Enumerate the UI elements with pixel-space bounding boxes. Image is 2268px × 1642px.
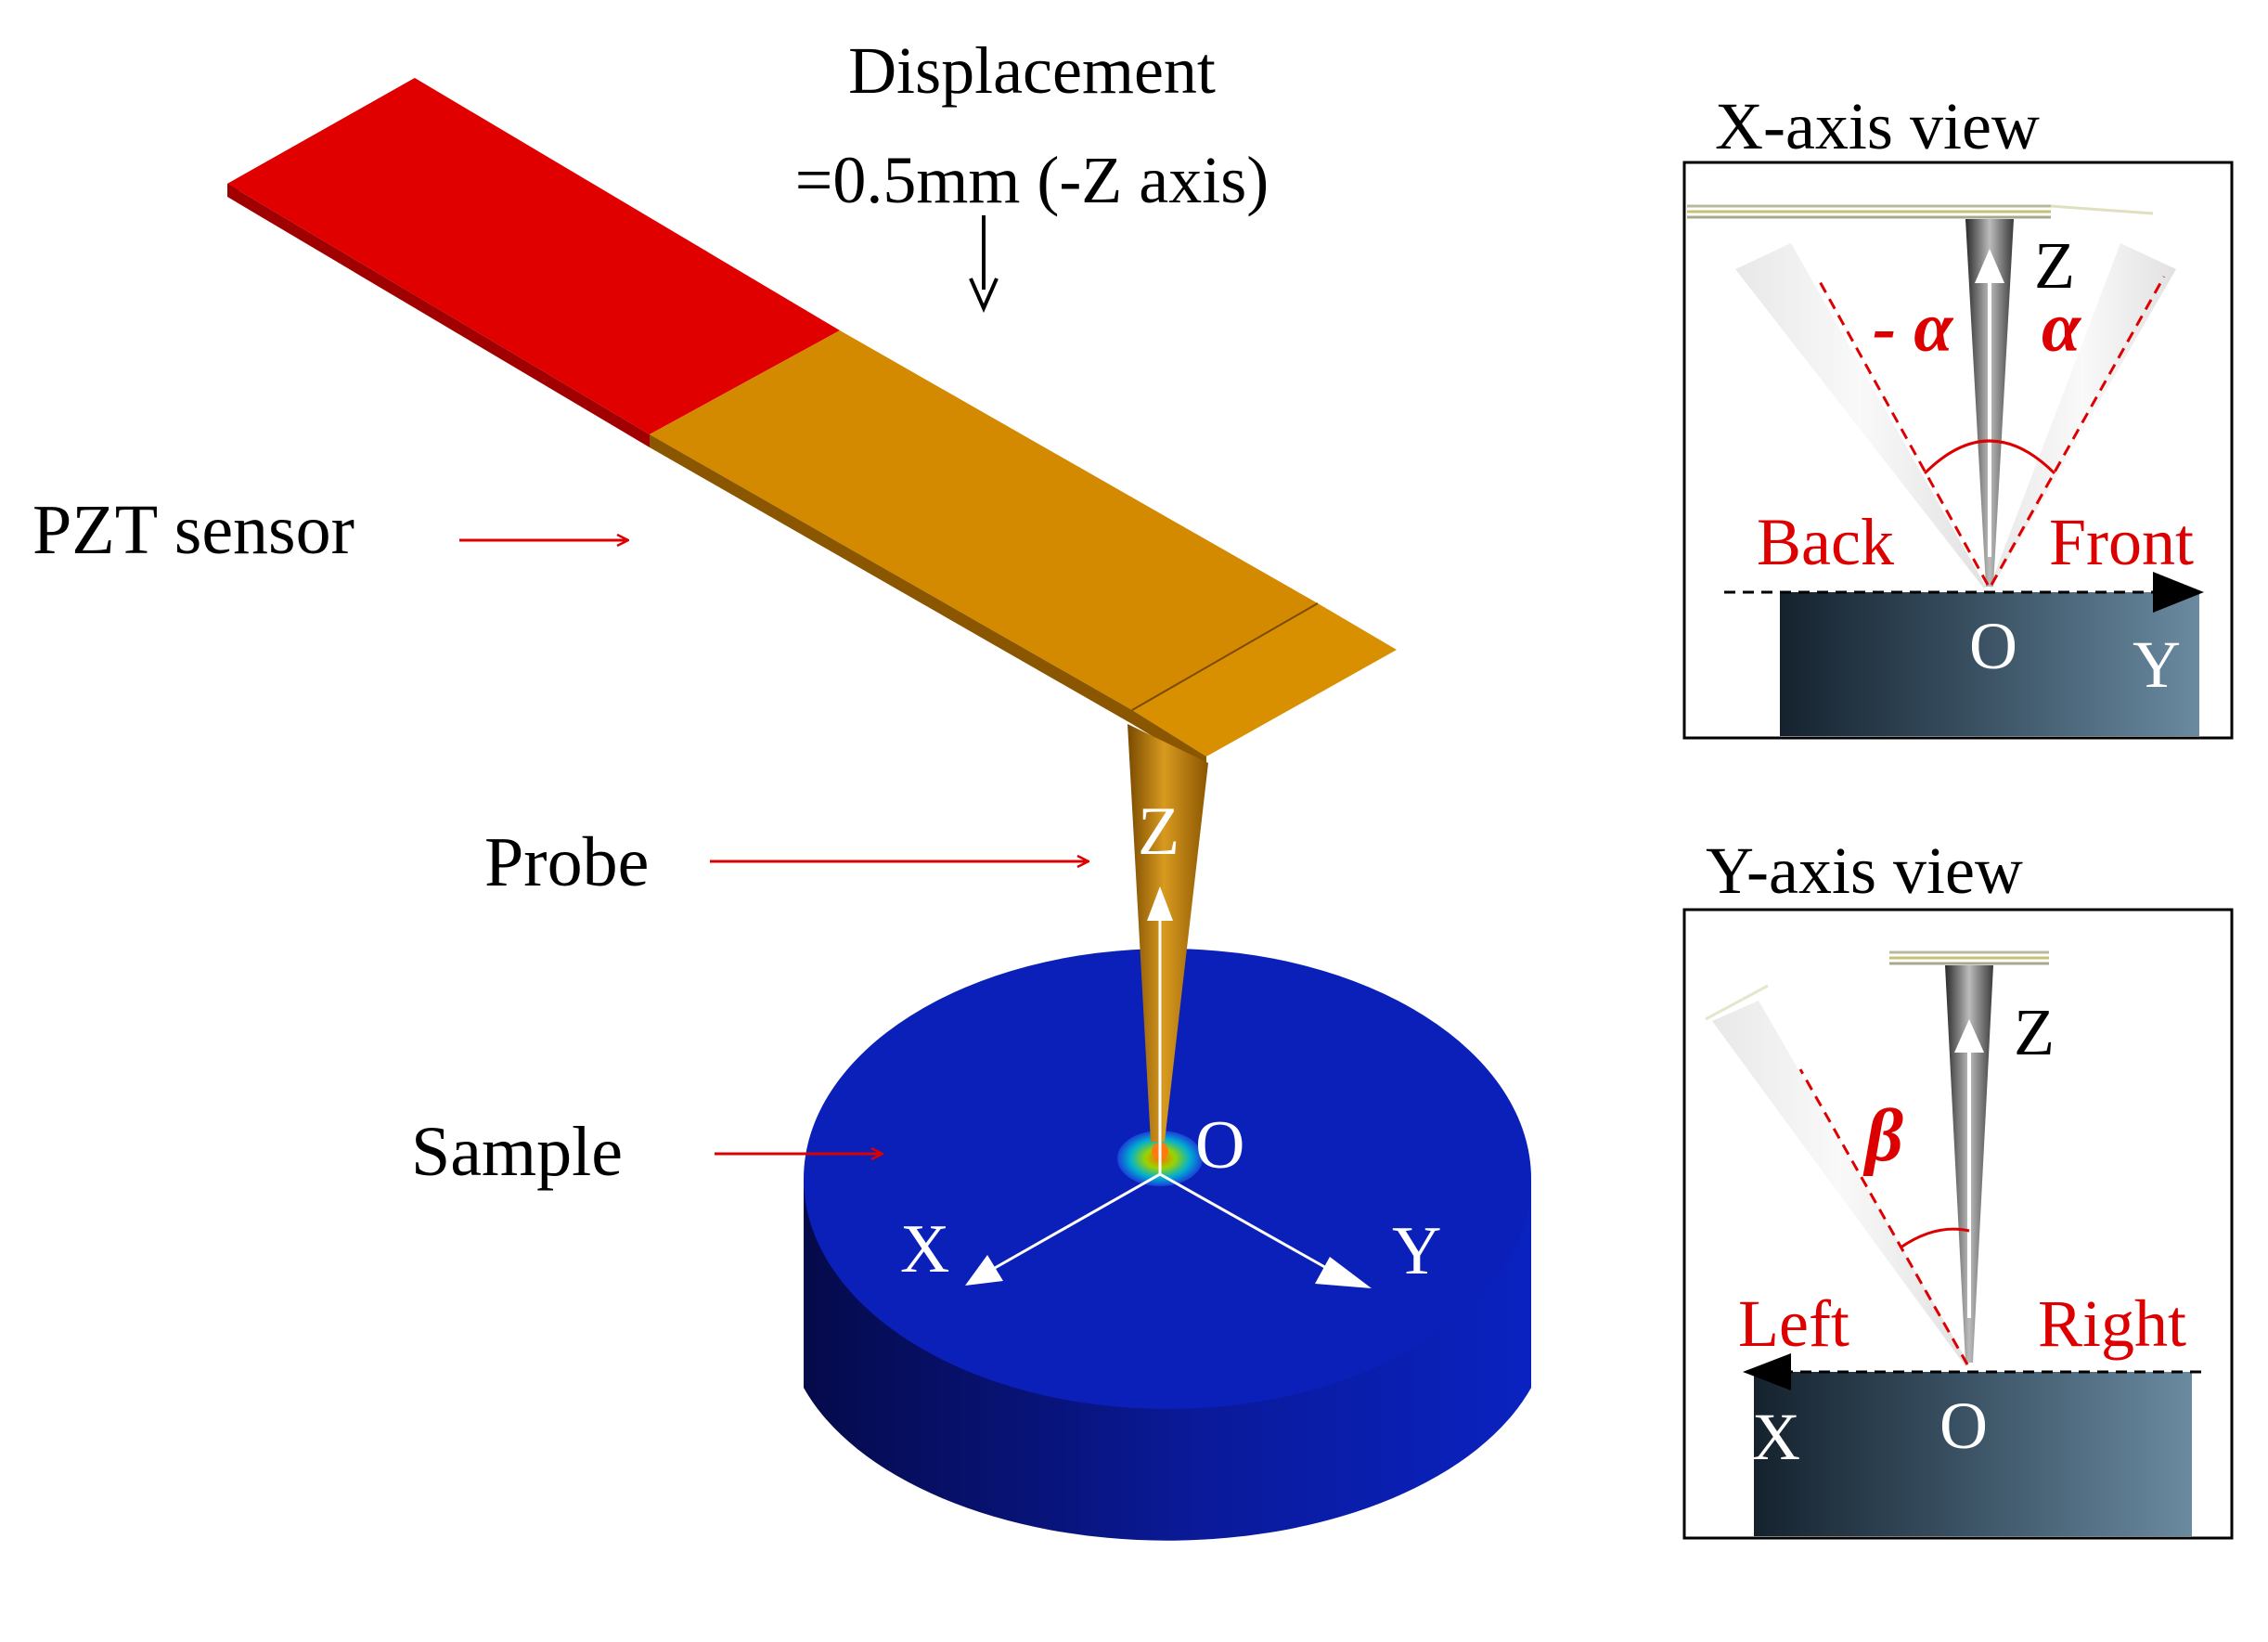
label-sample: Sample <box>411 1113 623 1191</box>
y-axis-arrowhead <box>2153 572 2204 613</box>
main-view: Z X Y O Displacement =0.5mm (-Z axis) PZ… <box>32 33 1531 1541</box>
label-front: Front <box>2049 505 2194 579</box>
origin-label: O <box>1195 1107 1244 1183</box>
angle-label-beta: β <box>1862 1095 1903 1177</box>
angle-line-back <box>1815 276 1990 586</box>
probe <box>1128 724 1208 1142</box>
x-axis-arrowhead <box>1743 1353 1791 1390</box>
displacement-value: =0.5mm (-Z axis) <box>795 143 1269 217</box>
z-axis-arrowhead-y <box>1954 1019 1984 1053</box>
axis-label-y: Y <box>1392 1213 1441 1289</box>
z-axis-arrowhead <box>1975 249 2004 283</box>
beta-angle-arc <box>1900 1227 1970 1249</box>
y-view-label-z: Z <box>2014 995 2055 1069</box>
label-left: Left <box>1738 1286 1849 1361</box>
sample-base-y <box>1754 1372 2192 1536</box>
angle-arc <box>1923 439 2056 475</box>
sample-base <box>1780 592 2199 736</box>
x-axis-view: X-axis view Z - α α Back Front O <box>1682 89 2234 740</box>
ghost-probe-tilted <box>1712 1001 1969 1366</box>
x-view-origin: O <box>1969 609 2017 683</box>
cantilever-beam <box>227 78 1397 769</box>
x-axis-view-title: X-axis view <box>1715 89 2040 163</box>
displacement-arrow <box>969 215 999 313</box>
x-view-label-y: Y <box>2133 627 2181 702</box>
x-view-label-z: Z <box>2034 228 2075 303</box>
label-probe: Probe <box>484 823 649 901</box>
cantilever-section <box>1687 204 2154 219</box>
label-right: Right <box>2038 1286 2186 1361</box>
angle-label-alpha: α <box>2042 289 2082 367</box>
axis-label-z: Z <box>1138 794 1179 870</box>
displacement-title: Displacement <box>848 33 1216 108</box>
ghost-beam <box>1705 984 1769 1021</box>
y-view-label-x: X <box>1752 1400 1800 1474</box>
angle-line-front <box>1990 276 2166 586</box>
label-back: Back <box>1757 505 1894 579</box>
y-axis-view: Y-axis view Z β Left Right O X <box>1682 834 2234 1540</box>
angle-label-neg-alpha: - α <box>1873 289 1954 367</box>
beta-angle-line <box>1798 1068 1969 1365</box>
y-axis-view-title: Y-axis view <box>1706 834 2023 908</box>
cantilever-section-y <box>1889 950 2049 965</box>
axis-label-x: X <box>900 1211 949 1287</box>
coordinate-axes <box>965 886 1372 1288</box>
y-view-origin: O <box>1939 1389 1988 1463</box>
ghost-probe-back <box>1735 243 1986 588</box>
label-pzt-sensor: PZT sensor <box>32 491 354 569</box>
